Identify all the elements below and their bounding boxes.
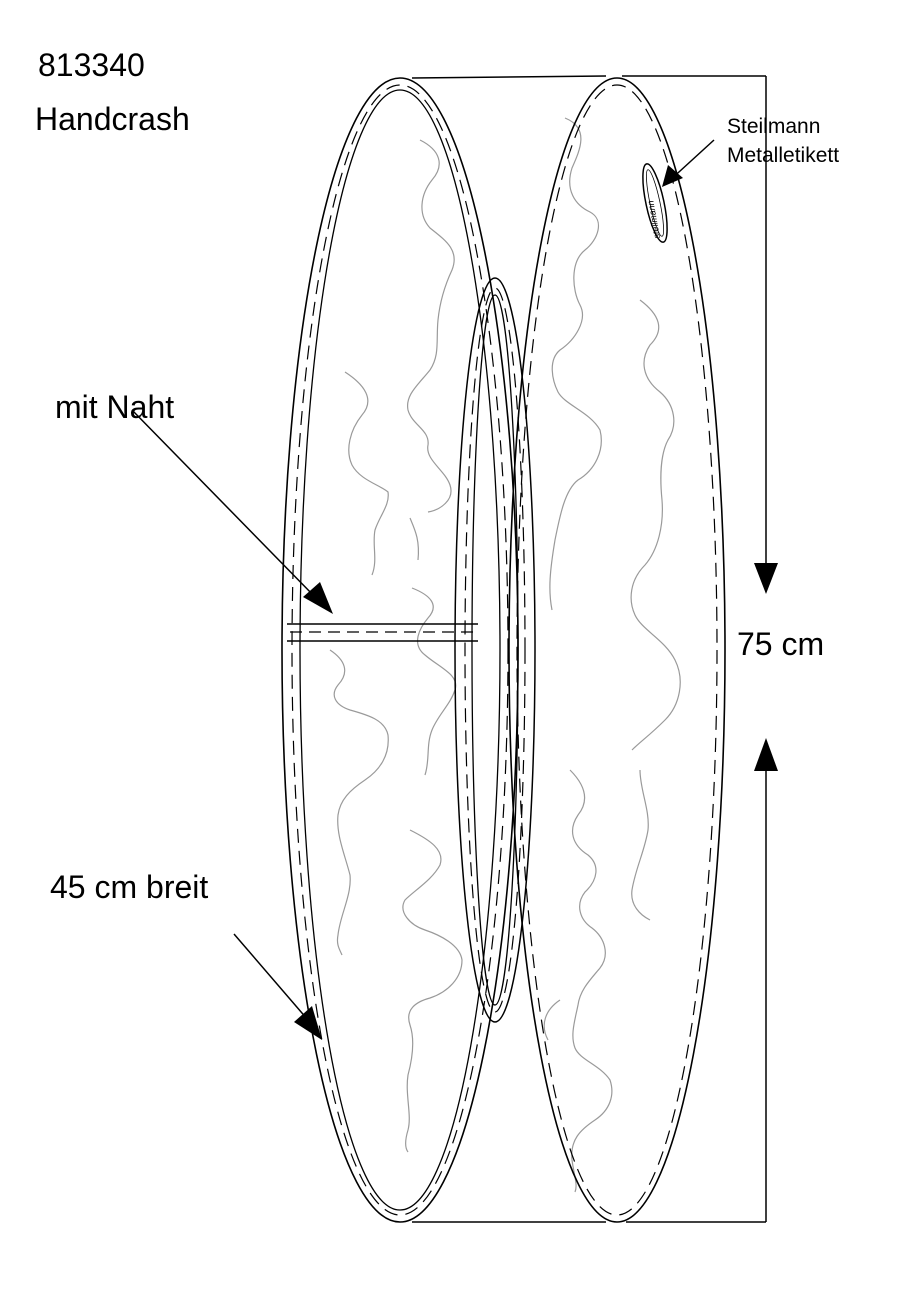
tag-label-line2: Metalletikett: [727, 144, 839, 167]
tag-label-line1: Steilmann: [727, 115, 820, 138]
width-pointer-line: [233, 933, 309, 1021]
seam-label: mit Naht: [55, 389, 174, 425]
marbling-pattern: [329, 117, 681, 1193]
height-label: 75 cm: [737, 626, 824, 662]
width-arrowhead: [294, 1006, 322, 1040]
height-arrow-down: [754, 563, 778, 594]
article-number: 813340: [38, 47, 145, 83]
width-label: 45 cm breit: [50, 869, 208, 905]
seam-pointer-line: [131, 409, 317, 599]
product-name: Handcrash: [35, 101, 190, 137]
height-dimension: [622, 75, 767, 1223]
seam: [287, 623, 478, 642]
ring-body: [281, 75, 726, 1223]
tag-logo: steilmann: [645, 200, 662, 240]
tag-arrowhead: [662, 165, 683, 187]
height-arrow-up: [754, 738, 778, 771]
seam-arrowhead: [303, 582, 333, 614]
